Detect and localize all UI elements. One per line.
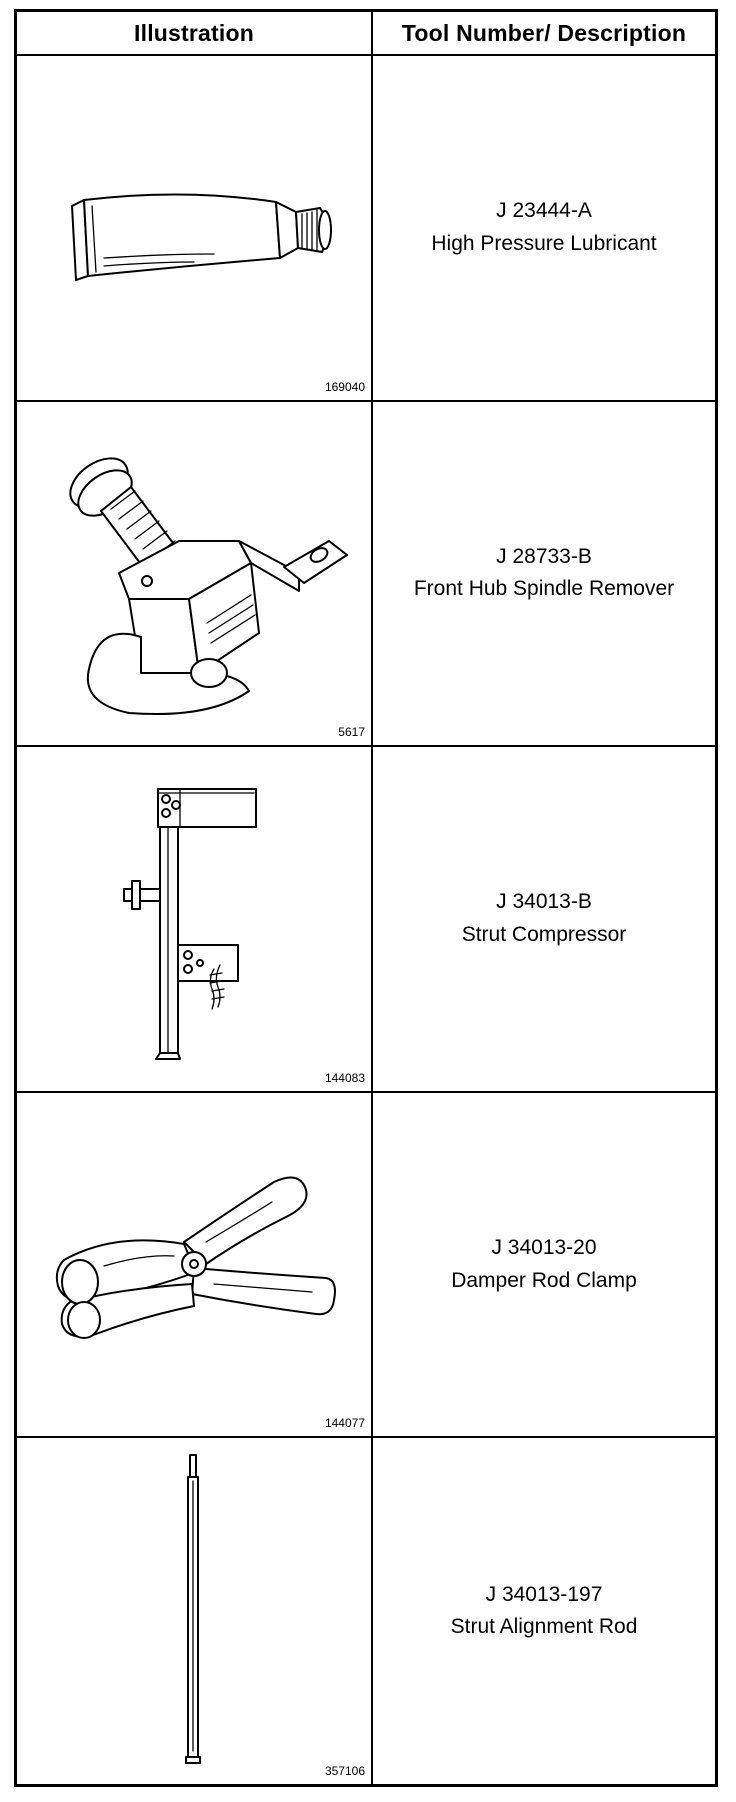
tool-description-cell: J 34013-B Strut Compressor xyxy=(373,747,715,1093)
illustration-cell: 144083 xyxy=(17,747,373,1093)
tool-description-cell: J 34013-20 Damper Rod Clamp xyxy=(373,1093,715,1439)
tool-description: Strut Alignment Rod xyxy=(450,1615,638,1639)
spindle-remover-icon xyxy=(69,457,348,716)
illustration-cell: 5617 xyxy=(17,401,373,748)
damper-rod-clamp-icon xyxy=(55,1176,336,1339)
figure-number: 144077 xyxy=(324,1416,365,1431)
figure-number: 5617 xyxy=(338,725,365,740)
tool-description-cell: J 28733-B Front Hub Spindle Remover xyxy=(373,402,715,748)
tool-table: Illustration Tool Number/ Description 16… xyxy=(14,9,718,1787)
tool-number: J 23444-A xyxy=(496,199,592,223)
illustration-cell: 169040 xyxy=(17,56,373,402)
illustration-cell: 144077 xyxy=(17,1092,373,1439)
tool-number: J 34013-20 xyxy=(491,1236,597,1260)
tool-description: Damper Rod Clamp xyxy=(451,1268,637,1292)
tool-description: High Pressure Lubricant xyxy=(431,231,657,255)
tool-description: Front Hub Spindle Remover xyxy=(413,577,675,601)
tool-description: Strut Compressor xyxy=(461,922,627,946)
tool-number: J 34013-197 xyxy=(485,1582,603,1606)
strut-compressor-icon xyxy=(123,787,257,1060)
illustration-cell: 357106 xyxy=(17,1438,373,1784)
header-illustration: Illustration xyxy=(17,12,373,56)
lubricant-tube-icon xyxy=(71,193,332,281)
tool-number: J 34013-B xyxy=(496,890,592,914)
figure-number: 357106 xyxy=(324,1764,365,1778)
header-tool-description: Tool Number/ Description xyxy=(373,12,715,56)
figure-number: 169040 xyxy=(324,379,365,394)
tool-description-cell: J 34013-197 Strut Alignment Rod xyxy=(373,1438,715,1784)
figure-number: 144083 xyxy=(324,1070,365,1085)
tool-number: J 28733-B xyxy=(496,544,592,568)
alignment-rod-icon xyxy=(185,1454,201,1765)
tool-description-cell: J 23444-A High Pressure Lubricant xyxy=(373,56,715,402)
